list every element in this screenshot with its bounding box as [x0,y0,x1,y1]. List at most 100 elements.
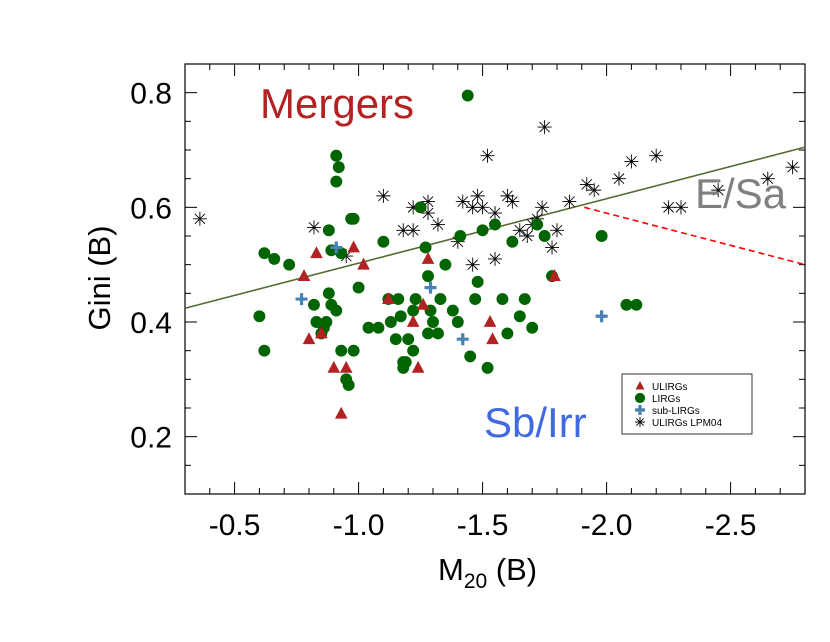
region-label-esa: E/Sa [695,170,787,217]
ulirgs-lpm04-point [488,206,502,221]
lirgs-point [471,275,484,288]
ulirgs-lpm04-point [306,220,321,235]
lirgs-point [322,224,335,237]
lirgs-point [419,241,432,254]
lirgs-point [513,310,526,323]
lirgs-point [332,161,345,174]
y-tick-label: 0.8 [130,78,172,111]
ulirgs-lpm04-point [760,171,775,186]
legend-label: LIRGs [652,394,680,405]
x-axis-label-main: M [438,552,464,587]
ulirgs-point [411,360,425,373]
ulirgs-point [421,251,435,264]
lirgs-point [352,281,365,294]
lirgs-point [446,304,459,317]
ulirgs-point [310,246,323,259]
lirgs-point [397,356,410,369]
lirgs-point [377,235,390,248]
data-points [192,89,800,419]
ulirgs-lpm04-point [579,177,594,192]
axis-ticks: -0.5-1.0-1.5-2.0-2.50.20.40.60.8 [130,63,806,542]
lirgs-point [268,252,281,265]
lirgs-point [330,175,343,188]
y-tick-label: 0.2 [130,422,172,455]
ulirgs-point [347,240,360,253]
ulirgs-point [302,332,316,345]
ulirgs-lpm04-point [376,188,391,203]
lirgs-point [469,293,482,306]
lirgs-point [454,230,467,242]
svg-text:M20 (B): M20 (B) [438,552,537,593]
ulirgs-lpm04-point [512,223,527,238]
ulirgs-lpm04-point [450,234,465,249]
lirgs-point [538,230,551,242]
x-tick-label: -2.0 [581,509,633,542]
region-label-mergers: Mergers [260,80,414,127]
ulirgs-lpm04-point [624,154,639,169]
ulirgs-point [406,315,420,327]
y-tick-label: 0.4 [130,307,172,340]
ulirgs-lpm04-point [465,257,480,272]
lirgs-point [335,247,348,260]
lirgs-point [439,258,452,271]
lirgs-point [496,293,509,306]
lirgs-point [384,316,397,328]
ulirgs-lpm04-point [537,120,552,135]
sub-lirgs-point [595,310,608,323]
ulirgs-lpm04-point [545,240,560,255]
lirgs-point [595,230,608,242]
lirgs-point [330,304,343,317]
lirgs-point [531,218,544,231]
x-tick-label: -1.0 [333,509,385,542]
y-tick-label: 0.6 [130,192,172,225]
x-axis-label-unit: (B) [487,552,537,587]
legend-label: ULIRGs LPM04 [652,418,722,429]
ulirgs-lpm04-point [649,148,664,163]
lirgs-point [392,293,405,306]
ulirgs-point [382,292,395,304]
ulirgs-point [548,269,561,282]
ulirgs-lpm04-point [488,251,502,266]
legend-marker-ulirgs [635,381,645,390]
ulirgs-point [297,269,311,282]
lirgs-point [422,327,434,340]
lirgs-point [481,361,494,374]
lirgs-point [620,298,633,311]
ulirgs-lpm04-point [785,160,800,175]
lirgs-point [320,316,333,328]
y-axis-label: Gini (B) [82,225,117,330]
region-label-sbirr: Sb/Irr [484,399,587,446]
ulirgs-lpm04-point [475,200,490,215]
lirgs-point [283,258,296,271]
lirgs-point [372,321,385,334]
ulirgs-lpm04-point [470,188,485,203]
legend-label: sub-LIRGs [652,406,700,417]
ulirgs-lpm04-point [520,229,535,243]
lirgs-point [476,224,489,237]
lirgs-point [253,310,266,323]
lirgs-point [342,379,355,392]
legend-marker-sub-lirgs [635,405,645,415]
ulirgs-lpm04-point [612,171,626,186]
x-axis-label: M20 (B) [438,552,537,593]
lirgs-point [451,316,464,328]
sub-lirgs-point [456,333,469,346]
ulirgs-lpm04-point [550,223,564,238]
ulirgs-lpm04-point [421,206,436,221]
ulirgs-point [327,360,341,373]
lirgs-point [414,201,427,214]
x-tick-label: -1.5 [457,509,509,542]
lirgs-point [464,350,477,363]
lirgs-point [432,327,444,340]
ulirgs-lpm04-point [192,211,207,226]
lirgs-point [427,316,439,328]
ulirgs-lpm04-point [430,217,445,232]
x-tick-label: -2.5 [705,509,757,542]
lirgs-point [409,293,422,306]
lirgs-point [518,293,531,306]
plot-frame [184,63,806,495]
lirgs-point [434,293,447,306]
ulirgs-lpm04-point [455,194,470,209]
lirgs-point [501,327,514,340]
